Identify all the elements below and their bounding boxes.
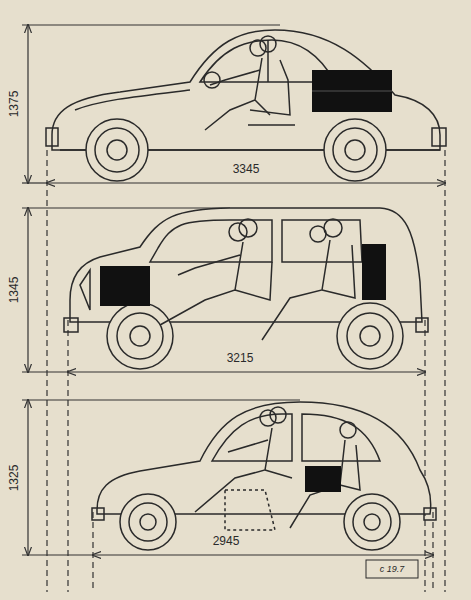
stamp-number: c 19.7 (378, 564, 407, 574)
dimension-height: 1375 (8, 89, 21, 120)
dimension-length: 3345 (231, 163, 262, 176)
dimension-length: 3215 (225, 352, 256, 365)
dimension-length: 2945 (211, 535, 242, 548)
dimension-height: 1345 (8, 275, 21, 306)
dimension-height: 1325 (8, 463, 21, 494)
